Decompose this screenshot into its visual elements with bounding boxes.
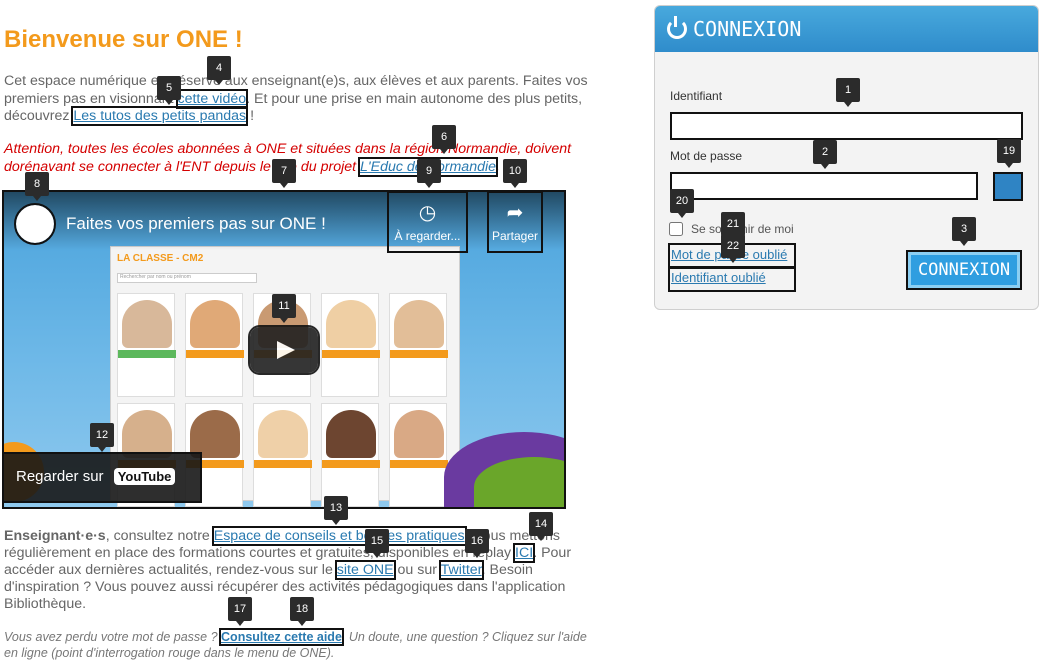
watch-on-youtube-button[interactable]: Regarder sur YouTube [4,452,202,503]
video-title[interactable]: Faites vos premiers pas sur ONE ! [66,214,326,233]
password-input[interactable] [670,172,978,200]
annotation-badge: 19 [997,139,1021,168]
video-student-card [321,403,380,507]
login-panel: CONNEXION Identifiant Mot de passe Se so… [654,5,1039,310]
annotation-badge: 11 [272,294,296,323]
video-embed[interactable]: LA CLASSE - CM2 Rechercher par nom ou pr… [2,190,566,509]
annotation-badge: 4 [207,56,231,85]
annotation-badge: 16 [465,529,489,558]
clock-icon: ◷ [418,202,437,224]
annotation-badge: 7 [272,159,296,188]
annotation-badge: 13 [324,496,348,525]
annotation-badge: 8 [25,172,49,201]
help-paragraph: Vous avez perdu votre mot de passe ? Con… [4,628,587,660]
share-button[interactable]: ➦ Partager [487,192,543,253]
site-one-link[interactable]: site ONE [334,560,396,580]
watch-later-button[interactable]: ◷ À regarder... [387,192,468,253]
annotation-badge: 3 [952,217,976,246]
annotation-badge: 17 [228,597,252,626]
video-panel-search: Rechercher par nom ou prénom [117,273,257,283]
video-student-card [185,293,244,397]
annotation-badge: 20 [670,189,694,218]
login-header: CONNEXION [655,6,1038,52]
annotation-badge: 15 [365,529,389,558]
annotation-badge: 21 [721,212,745,241]
annotation-badge: 10 [503,159,527,188]
espace-conseils-link[interactable]: Espace de conseils et bonnes pratiques [211,526,467,546]
video-panel-title: LA CLASSE - CM2 [117,253,204,264]
video-student-card [117,293,176,397]
video-top-gradient [4,192,564,250]
annotation-badge: 2 [813,140,837,169]
replay-ici-link[interactable]: ICI [513,543,536,563]
remember-me-checkbox[interactable] [669,222,683,236]
annotation-badge: 9 [417,159,441,188]
intro-paragraph: Cet espace numérique est réservé aux ens… [4,73,588,126]
annotation-badge: 5 [157,76,181,105]
normandie-notice: Attention, toutes les écoles abonnées à … [4,141,572,177]
video-link[interactable]: cette vidéo [175,88,249,109]
annotation-badge: 22 [721,234,745,263]
annotation-badge: 12 [90,423,114,452]
youtube-logo-icon: YouTube [113,468,176,485]
login-submit-button[interactable]: CONNEXION [906,250,1022,290]
welcome-title: Bienvenue sur ONE ! [4,26,243,53]
identifiant-label: Identifiant [670,89,723,103]
help-link[interactable]: Consultez cette aide [219,628,344,646]
annotation-badge: 6 [432,125,456,154]
show-password-button[interactable] [993,172,1023,201]
play-button[interactable] [248,325,320,375]
twitter-link[interactable]: Twitter [438,560,484,580]
login-header-title: CONNEXION [693,17,802,41]
share-label: Partager [491,229,539,243]
forgot-identifiant-link[interactable]: Identifiant oublié [668,266,796,292]
video-student-card [253,403,312,507]
annotation-badge: 1 [836,78,860,107]
youtube-label: Regarder sur [16,468,104,485]
annotation-badge: 18 [290,597,314,626]
identifiant-input[interactable] [670,112,1023,140]
video-student-card [389,403,448,507]
video-student-card [321,293,380,397]
video-student-card [389,293,448,397]
annotation-badge: 14 [529,512,553,541]
channel-logo-icon[interactable] [14,203,56,245]
power-icon [667,16,687,39]
tutos-pandas-link[interactable]: Les tutos des petits pandas [71,106,249,126]
password-label: Mot de passe [670,149,743,163]
share-icon: ➦ [506,202,524,224]
watch-later-label: À regarder... [394,229,461,243]
